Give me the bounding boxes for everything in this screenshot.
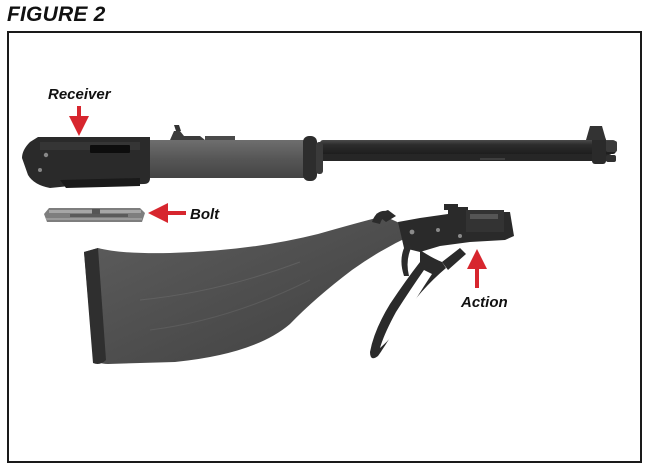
lever-loop-opening	[380, 270, 432, 348]
barreled-receiver	[22, 125, 617, 188]
rear-sight	[170, 131, 205, 140]
forend	[140, 140, 314, 178]
action-callout: Action	[460, 249, 508, 311]
bolt-callout: Bolt	[148, 203, 220, 223]
bolt	[44, 208, 145, 222]
receiver-label: Receiver	[48, 86, 112, 103]
action-label: Action	[460, 294, 508, 311]
magazine-tube	[320, 154, 612, 161]
hammer	[372, 210, 390, 224]
bolt-label: Bolt	[190, 206, 220, 223]
barrel-band	[303, 136, 317, 181]
receiver-callout: Receiver	[48, 86, 112, 136]
figure-title: FIGURE 2	[7, 3, 106, 26]
front-band	[592, 137, 606, 164]
action	[370, 204, 514, 359]
barrel	[320, 140, 616, 154]
trigger	[401, 244, 412, 276]
figure-frame	[7, 31, 642, 463]
front-sight	[586, 126, 606, 140]
ejection-port	[90, 145, 130, 153]
buttstock	[84, 210, 410, 364]
